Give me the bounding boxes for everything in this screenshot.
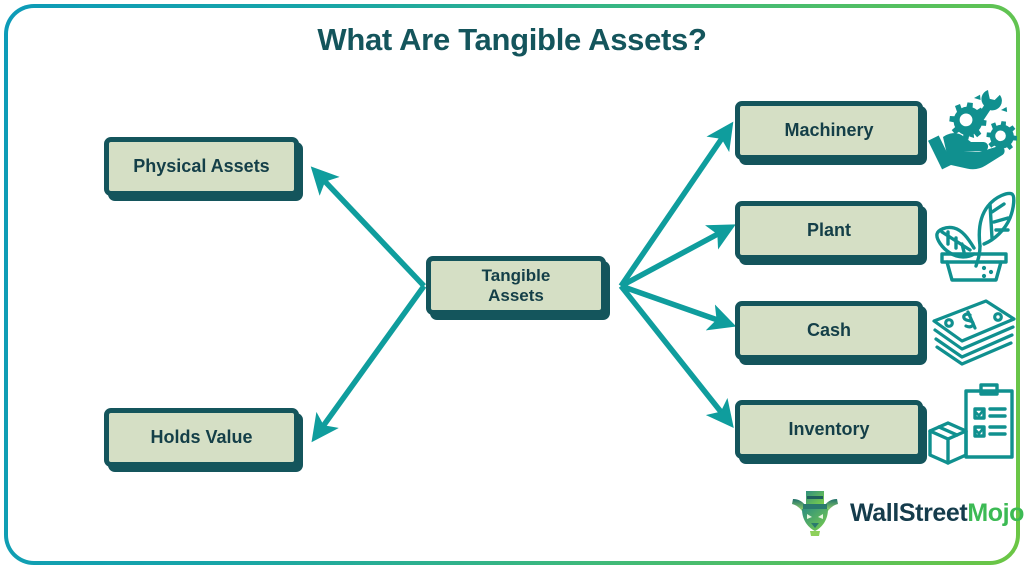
node-plant[interactable]: Plant [735,201,923,260]
node-tangible-assets[interactable]: Tangible Assets [426,256,606,315]
node-label: Inventory [788,419,870,440]
gears-in-hand-icon [925,84,1018,172]
arrow-to-holds-value [311,284,427,443]
banknotes-icon [928,297,1018,367]
node-holds-value[interactable]: Holds Value [104,408,299,467]
node-inventory[interactable]: Inventory [735,400,923,459]
node-label: Plant [806,220,851,241]
node-label: Tangible Assets [481,266,551,305]
node-cash[interactable]: Cash [735,301,923,360]
logo-text-primary: WallStreet [850,498,968,527]
wallstreetmojo-logo[interactable]: WallStreetMojo [789,489,1024,537]
node-label: Cash [806,320,851,341]
page-title: What Are Tangible Assets? [317,22,707,57]
logo-text: WallStreetMojo [850,499,1024,528]
bull-with-top-hat-icon [792,491,838,536]
arrow-to-plant [619,224,736,289]
logo-text-secondary: Mojo [967,498,1024,527]
node-machinery[interactable]: Machinery [735,101,923,160]
arrow-to-cash [620,283,737,331]
arrow-to-machinery [618,121,734,288]
node-label: Machinery [784,120,874,141]
node-label: Holds Value [150,427,253,448]
arrow-to-inventory [618,284,734,429]
potted-plant-icon [928,188,1016,282]
node-label: Physical Assets [133,156,270,177]
clipboard-box-icon [926,381,1018,469]
node-physical-assets[interactable]: Physical Assets [104,137,299,196]
arrow-to-physical-assets [310,166,426,288]
